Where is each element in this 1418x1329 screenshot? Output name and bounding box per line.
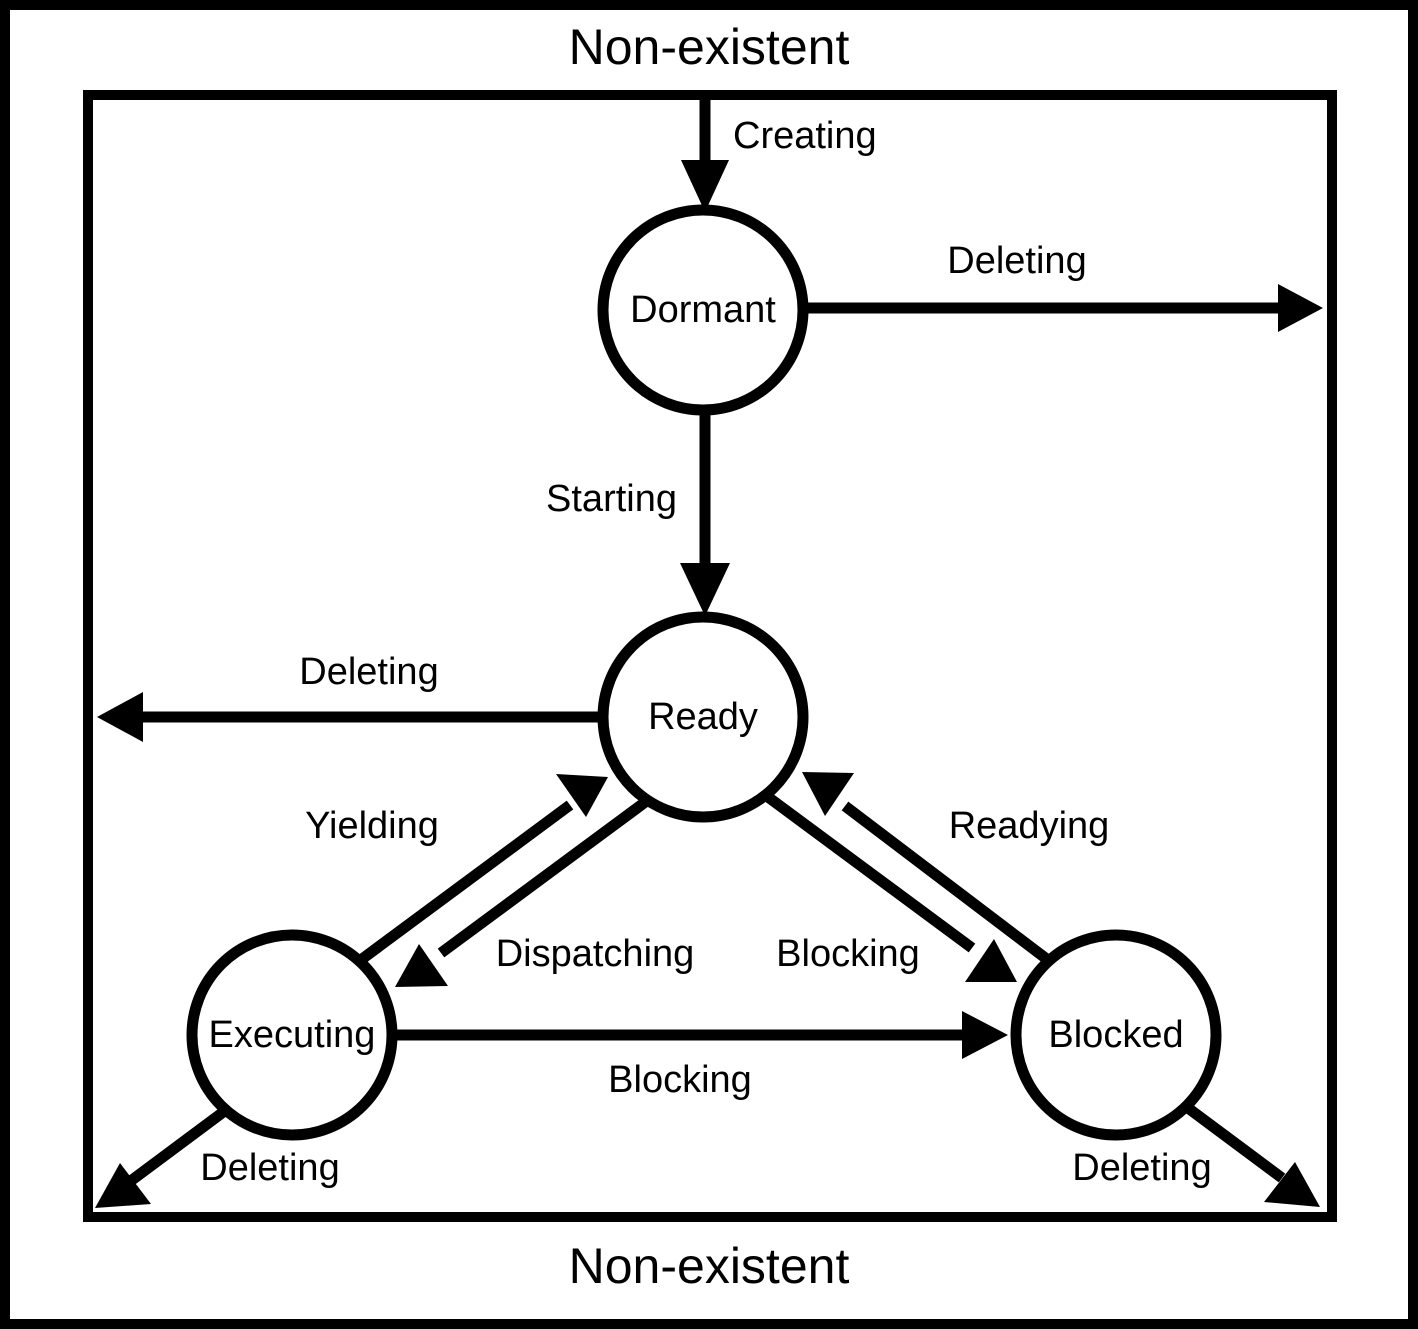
node-ready-circle	[597, 611, 809, 823]
node-ready[interactable]: Ready	[597, 611, 809, 823]
edge-label-deleting-ready: Deleting	[299, 651, 438, 693]
edge-dispatching	[395, 795, 652, 987]
edge-yielding	[354, 774, 608, 967]
edge-label-dispatching: Dispatching	[496, 933, 695, 975]
node-executing-label: Executing	[209, 1014, 376, 1056]
region-label-non-existent-bottom: Non-existent	[569, 1238, 850, 1294]
edge-label-starting: Starting	[546, 478, 677, 520]
edge-deleting-dormant	[806, 284, 1323, 332]
node-executing[interactable]: Executing	[186, 929, 398, 1141]
edge-deleting-executing	[95, 1105, 230, 1208]
node-blocked-circle	[1010, 929, 1222, 1141]
edge-readying	[802, 772, 1052, 965]
node-blocked[interactable]: Blocked	[1010, 929, 1222, 1141]
edge-label-creating: Creating	[733, 115, 877, 157]
node-dormant-label: Dormant	[630, 289, 776, 331]
node-ready-label: Ready	[648, 696, 758, 738]
inner-frame	[83, 90, 1337, 1222]
node-dormant-circle	[597, 204, 809, 416]
edge-blocking-ready-to-blocked	[764, 792, 1017, 982]
edge-label-yielding: Yielding	[305, 805, 439, 847]
node-dormant[interactable]: Dormant	[597, 204, 809, 416]
edge-starting	[680, 412, 730, 616]
edge-label-blocking-ready: Blocking	[776, 933, 920, 975]
node-executing-circle	[186, 929, 398, 1141]
region-label-non-existent-top: Non-existent	[569, 19, 850, 75]
node-blocked-label: Blocked	[1048, 1014, 1183, 1056]
edge-label-deleting-blocked: Deleting	[1072, 1147, 1211, 1189]
edge-label-readying: Readying	[949, 805, 1110, 847]
edge-label-deleting-dormant: Deleting	[947, 240, 1086, 282]
edge-creating	[681, 100, 729, 212]
edge-deleting-ready	[97, 692, 600, 742]
edge-blocking-executing-to-blocked	[396, 1011, 1008, 1059]
edge-deleting-blocked	[1184, 1103, 1320, 1207]
edge-label-deleting-executing: Deleting	[200, 1147, 339, 1189]
edge-label-blocking-executing: Blocking	[608, 1059, 752, 1101]
